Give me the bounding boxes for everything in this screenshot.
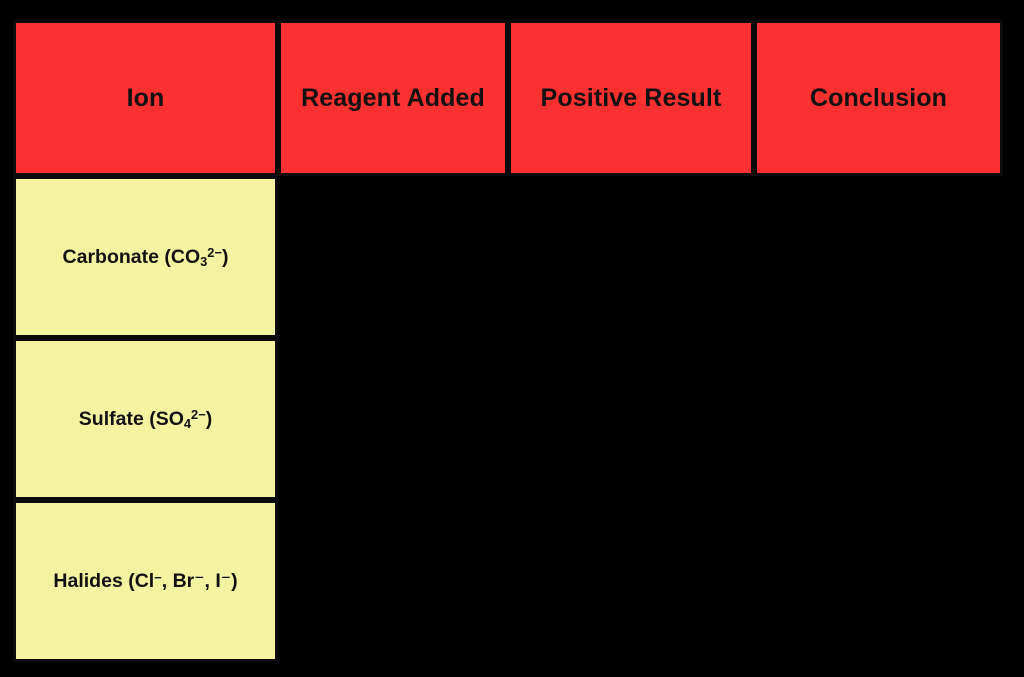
column-header-ion: Ion (13, 20, 278, 176)
ion-formula-superscript: 2− (191, 407, 206, 423)
ion-cell-sulfate: Sulfate (SO42−) (13, 338, 278, 500)
ion-name-text: Halides (53, 570, 123, 592)
ion-formula-close: , Br⁻, I⁻) (161, 570, 238, 592)
column-header-conclusion: Conclusion (754, 20, 1003, 176)
table-header-row: Ion Reagent Added Positive Result Conclu… (13, 20, 1003, 176)
ion-name-text: Carbonate (62, 245, 159, 268)
ion-formula-subscript: 4 (183, 416, 192, 432)
ion-cell-halides: Halides (Cl−, Br⁻, I⁻) (13, 500, 278, 662)
ion-formula-base: (Cl (128, 570, 155, 592)
positive-result-cell-sulfate (508, 338, 754, 500)
ion-label-sulfate: Sulfate (SO42−) (78, 407, 213, 432)
ion-cell-carbonate: Carbonate (CO32−) (13, 176, 278, 338)
conclusion-cell-halides (754, 500, 1003, 662)
ion-name-text: Sulfate (78, 407, 144, 430)
ion-identification-table: Ion Reagent Added Positive Result Conclu… (13, 20, 1003, 662)
reagent-cell-carbonate (278, 176, 508, 338)
column-header-reagent-added: Reagent Added (278, 20, 508, 176)
ion-formula-close: ) (205, 407, 213, 430)
reagent-cell-halides (278, 500, 508, 662)
ion-formula-close: ) (221, 245, 229, 268)
ion-table-container: Ion Reagent Added Positive Result Conclu… (13, 20, 1003, 662)
ion-label-halides: Halides (Cl−, Br⁻, I⁻) (53, 570, 237, 592)
reagent-cell-sulfate (278, 338, 508, 500)
table-row: Halides (Cl−, Br⁻, I⁻) (13, 500, 1003, 662)
conclusion-cell-carbonate (754, 176, 1003, 338)
ion-label-carbonate: Carbonate (CO32−) (62, 245, 229, 270)
positive-result-cell-halides (508, 500, 754, 662)
positive-result-cell-carbonate (508, 176, 754, 338)
ion-formula-subscript: 3 (200, 254, 208, 270)
ion-formula-base: (CO (164, 245, 201, 268)
ion-formula-superscript: 2− (207, 245, 222, 261)
conclusion-cell-sulfate (754, 338, 1003, 500)
column-header-positive-result: Positive Result (508, 20, 754, 176)
table-row: Sulfate (SO42−) (13, 338, 1003, 500)
ion-formula-base: (SO (149, 407, 184, 430)
table-row: Carbonate (CO32−) (13, 176, 1003, 338)
ion-formula-superscript: − (154, 569, 162, 585)
